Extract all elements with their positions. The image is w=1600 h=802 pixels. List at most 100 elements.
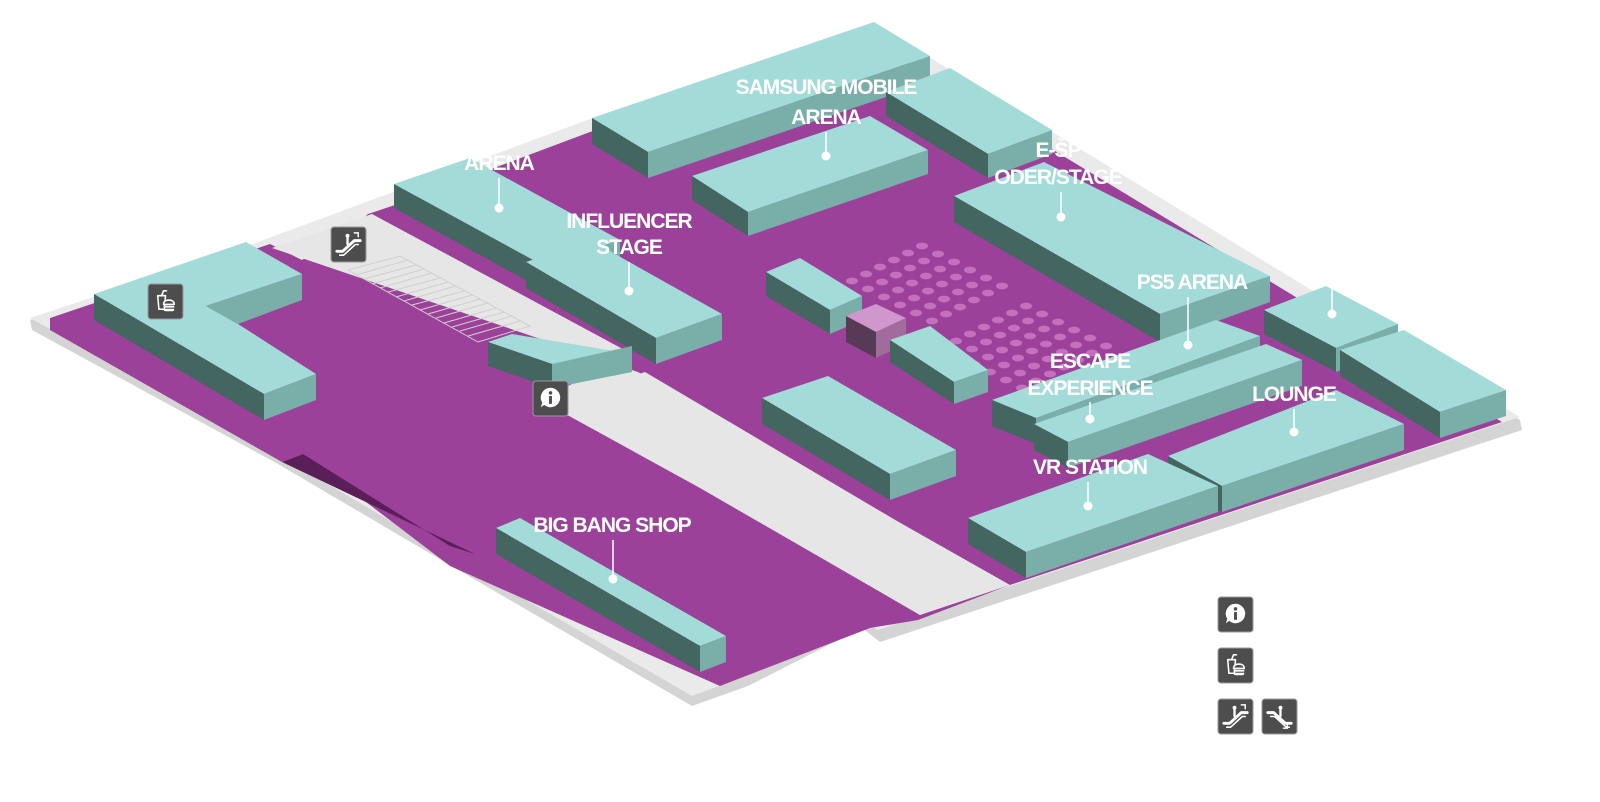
seat-dot [952,288,964,296]
seat-dot [910,309,922,317]
zone-esports-stage[interactable]: E-ŠP ODER/STAGE [994,138,1124,222]
seat-dot [1058,363,1070,371]
booth-vr-station [968,454,1218,578]
zone-lounge[interactable]: LOUNGE [1252,383,1338,437]
booth-center-lower [762,376,956,500]
seat-dot [1024,332,1036,340]
zone-label-line: BIG BANG SHOP [533,514,691,537]
zone-label-line: E-ŠP [1035,138,1081,162]
zone-label-line: ODER/STAGE [994,166,1122,189]
seat-dot [954,303,966,311]
seat-dot [1012,354,1024,362]
pin-dot [494,203,504,213]
seat-dot [906,279,918,287]
seat-dot [1014,369,1026,377]
zone-big-bang-shop[interactable]: BIG BANG SHOP [533,514,693,584]
seat-dot [950,273,962,281]
booth-influencer-stage [526,240,722,364]
seat-dot [996,346,1008,354]
booth-escape-experience [1034,344,1302,468]
seat-dot [918,257,930,265]
seat-dot [892,286,904,294]
seat-dot [964,330,976,338]
booth-food-court [94,242,316,420]
zone-influencer-stage[interactable]: INFLUENCER STAGE [566,210,693,296]
seat-dot [916,242,928,250]
seat-dot [938,295,950,303]
seat-dot [846,277,858,285]
booth-center-right [890,326,988,404]
food-drink-icon [1217,647,1254,684]
seat-dot [1068,326,1080,334]
pin-dot [1056,212,1066,222]
pin-dot [821,151,831,161]
seat-dot [874,263,886,271]
seat-dot [1056,348,1068,356]
booth-info-desk [488,334,632,388]
seat-dot [894,301,906,309]
zone-escape-experience[interactable]: ESCAPE EXPERIENCE [1027,350,1155,424]
seat-dot [1044,370,1056,378]
zone-label-line: INFLUENCER [566,210,692,233]
seat-dot [1036,310,1048,318]
seat-dot [964,266,976,274]
seat-dot [980,274,992,282]
seat-dot [998,361,1010,369]
seat-dot [1052,318,1064,326]
pin-dot [1289,427,1299,437]
seat-dot [920,272,932,280]
zone-label-line: ESCAPE [1050,350,1131,373]
escalator-stairs [346,255,532,343]
escalator-down-icon [1261,698,1298,735]
zone-arena[interactable]: ARENA [464,152,536,213]
zone-samsung-mobile-arena[interactable]: SAMSUNG MOBILE ARENA [736,76,918,161]
seat-dot [934,265,946,273]
seat-dot [1008,324,1020,332]
escalator-up-icon [1217,698,1254,735]
zone-corner-pin[interactable] [1327,288,1337,319]
seat-dot [1084,334,1096,342]
seat-dot [978,323,990,331]
info-icon[interactable] [532,380,569,417]
seat-dot [950,337,962,345]
pin-dot [624,286,634,296]
seat-dot [982,353,994,361]
booth-center-small [766,258,862,334]
seat-dot [996,282,1008,290]
seat-dot [1054,333,1066,341]
booths [94,22,1506,672]
zone-label-line: PS5 ARENA [1137,271,1248,294]
seat-dot [862,285,874,293]
seat-dot [1070,341,1082,349]
seat-dot [1086,349,1098,357]
zone-label-line: EXPERIENCE [1027,377,1153,400]
seat-dot [968,296,980,304]
seat-dot [1042,355,1054,363]
seat-dot [926,317,938,325]
booth-samsung-mobile-arena [692,116,928,236]
zone-vr-station[interactable]: VR STATION [1033,456,1148,511]
seat-dot [932,250,944,258]
walkway [272,214,1010,615]
seat-dot [888,256,900,264]
seat-dot [904,264,916,272]
zone-label-line: STAGE [596,236,663,259]
seat-dot [994,331,1006,339]
seat-dot [982,289,994,297]
food-drink-icon[interactable] [147,283,184,320]
seat-dot [936,280,948,288]
pin-dot [608,574,618,584]
seat-dot [1030,377,1042,385]
info-icon [1217,596,1254,633]
booth-back-wall [592,22,930,178]
seat-dot [1026,347,1038,355]
zone-label-line: ARENA [791,106,862,129]
seat-dot [890,271,902,279]
seat-dot [876,278,888,286]
zone-ps5-arena[interactable]: PS5 ARENA [1137,271,1249,350]
escalator-up-icon[interactable] [330,226,367,263]
zone-label-line: LOUNGE [1252,383,1337,406]
pin-dot [1327,309,1337,319]
seat-dot [966,345,978,353]
pin-dot [1183,340,1193,350]
